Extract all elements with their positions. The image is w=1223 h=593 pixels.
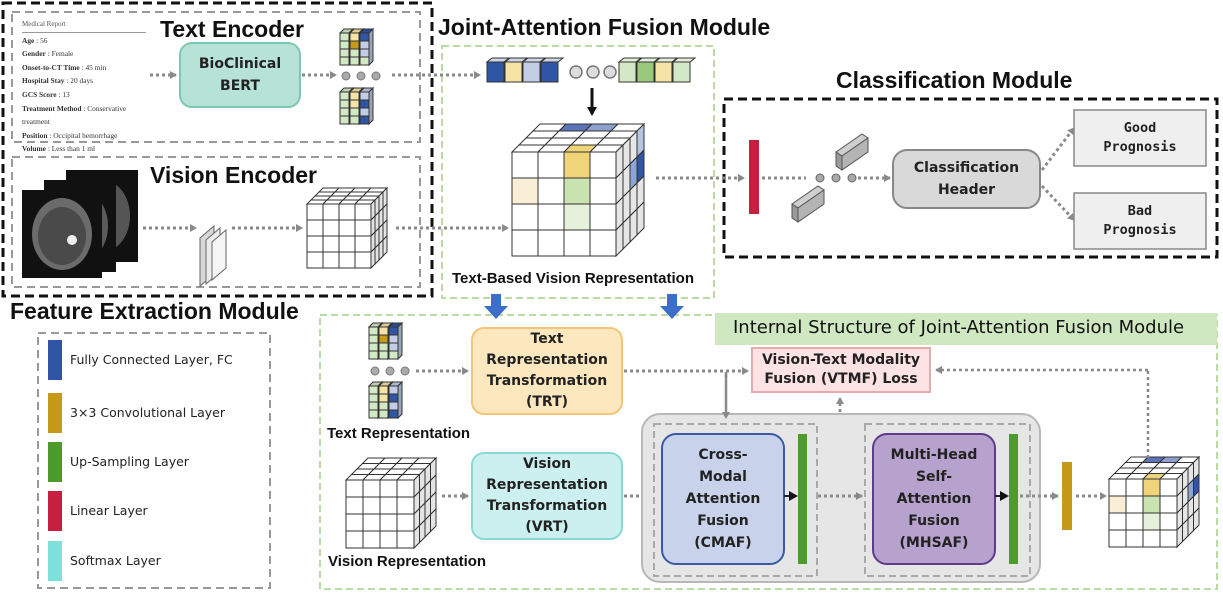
legend-label-fc: Fully Connected Layer, FC (70, 352, 233, 367)
vision-encoder-frame (11, 156, 421, 288)
legend-swatch-fc (48, 340, 62, 380)
joint-token-row (485, 57, 697, 83)
mhsaf-upsampling-bar (1009, 434, 1018, 564)
bert-label: BioClinical BERT (198, 56, 282, 94)
classification-header-label: Classification Header (913, 160, 1020, 198)
text-based-vision-label: Text-Based Vision Representation (452, 270, 695, 287)
mhsaf-label: Multi-Head Self- Attention Fusion (MHSAF… (890, 447, 978, 551)
text-token-stack-bottom (338, 86, 375, 126)
text-representation-label: Text Representation (327, 425, 471, 442)
report-row-position: Position : Occipital hemorrhage (22, 130, 118, 140)
conv-layer-bar (1062, 462, 1072, 530)
internal-structure-frame (319, 314, 1218, 590)
classification-title: Classification Module (836, 67, 1073, 93)
joint-attention-cube (510, 122, 646, 258)
text-encoder-title: Text Encoder (160, 16, 304, 42)
legend-swatch-conv (48, 393, 62, 433)
report-row-volume: Volume : Less than 1 ml (22, 144, 96, 154)
joint-attention-title: Joint-Attention Fusion Module (438, 14, 771, 40)
mhsaf-box (872, 433, 996, 565)
text-rep-token-stack-bottom (367, 380, 404, 420)
blue-arrow-right (660, 294, 684, 319)
joint-token-ellipsis (569, 65, 617, 79)
vision-encoder-block (199, 224, 227, 288)
cmaf-box (661, 433, 785, 565)
text-token-stack-top (338, 27, 375, 67)
feature-extraction-frame (1, 1, 434, 298)
fc-stack-down (835, 133, 869, 171)
legend-frame (37, 332, 271, 589)
linear-layer-bar (749, 140, 759, 214)
token-ellipsis (341, 71, 381, 81)
vision-encoder-title: Vision Encoder (150, 162, 318, 188)
vtmf-loss-box (751, 347, 931, 393)
bad-prognosis-label: Bad Prognosis (1103, 203, 1177, 238)
bad-prognosis-box (1073, 192, 1207, 250)
good-prognosis-label: Good Prognosis (1103, 120, 1177, 155)
report-row-stay: Hospital Stay : 20 days (22, 76, 94, 86)
vision-representation-cube (344, 456, 438, 550)
fused-output-cube (1107, 455, 1201, 549)
text-encoder-frame (11, 11, 421, 143)
cmaf-upsampling-bar (798, 434, 807, 564)
legend-swatch-upsampling (48, 442, 62, 482)
vrt-label: Vision Representation Transformation (VR… (486, 456, 608, 535)
vision-encoder-cube (305, 186, 389, 270)
report-row-gcs: GCS Score : 13 (22, 89, 70, 99)
report-row-onset: Onset-to-CT Time : 45 min (22, 62, 107, 72)
legend-label-softmax: Softmax Layer (70, 553, 161, 568)
joint-attention-frame (441, 45, 715, 299)
internal-structure-banner (715, 313, 1217, 345)
legend-swatch-linear (48, 491, 62, 531)
report-row-treatment: Treatment Method : Conservative treatmen… (22, 103, 127, 127)
classification-header-box (892, 149, 1041, 209)
text-rep-ellipsis (370, 366, 410, 376)
trt-label: Text Representation Transformation (TRT) (486, 331, 608, 410)
trt-box (471, 327, 623, 415)
cmaf-label: Cross- Modal Attention Fusion (CMAF) (685, 447, 761, 551)
medical-report: Medical Report Age : 56 Gender : Female … (22, 18, 146, 156)
report-row-gender: Gender : Female (22, 49, 74, 59)
vrt-box (471, 452, 623, 540)
vision-representation-label: Vision Representation (328, 553, 487, 570)
blue-arrow-left (484, 294, 508, 319)
legend-label-upsampling: Up-Sampling Layer (70, 454, 189, 469)
good-prognosis-box (1073, 109, 1207, 167)
legend-label-conv: 3×3 Convolutional Layer (70, 405, 225, 420)
text-rep-token-stack-top (367, 321, 404, 361)
medical-report-header: Medical Report (22, 18, 146, 33)
feature-extraction-title: Feature Extraction Module (10, 298, 299, 324)
bert-box (179, 42, 301, 108)
vtmf-label: Vision-Text Modality Fusion (VTMF) Loss (761, 352, 921, 387)
legend-swatch-softmax (48, 541, 62, 581)
ct-scan-slices (22, 170, 138, 278)
fc-stack-up (791, 185, 825, 223)
internal-structure-title: Internal Structure of Joint-Attention Fu… (733, 317, 1185, 338)
legend-label-linear: Linear Layer (70, 503, 148, 518)
report-row-age: Age : 56 (22, 35, 48, 45)
